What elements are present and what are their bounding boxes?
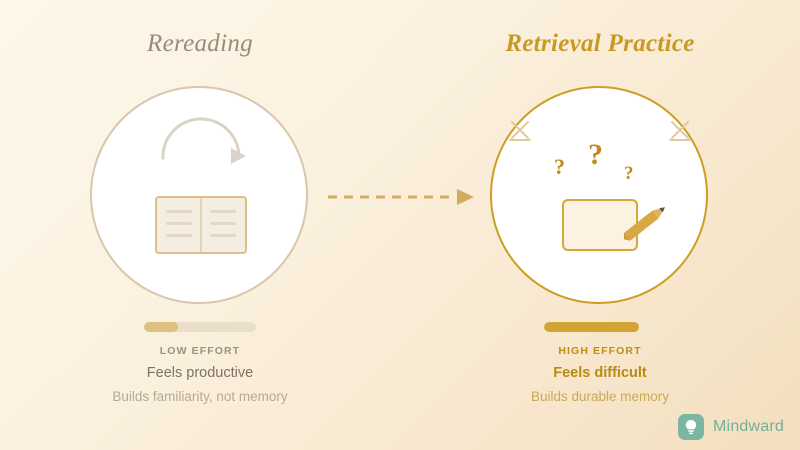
note-card-icon	[562, 199, 638, 251]
open-book-icon	[155, 196, 247, 254]
effort-meter-label: LOW EFFORT	[159, 345, 241, 357]
effort-meter-label: HIGH EFFORT	[558, 345, 642, 357]
question-mark-large-center: ?	[588, 138, 603, 171]
effort-meter-track	[544, 322, 656, 332]
lightbulb-icon	[685, 420, 697, 435]
caption-secondary: Builds familiarity, not memory	[112, 389, 288, 404]
caption-secondary: Builds durable memory	[530, 389, 670, 404]
illustration-circle-retrieval-practice: ? ? ?	[490, 86, 708, 304]
captions-rereading: Feels productive Builds familiarity, not…	[20, 365, 380, 404]
question-mark-small-left: ?	[554, 154, 565, 179]
question-mark-small-right: ?	[624, 163, 634, 184]
repeat-arrow-icon	[161, 117, 246, 164]
effort-meter-retrieval-practice: HIGH EFFORT	[420, 319, 780, 357]
effort-meter-fill	[144, 322, 178, 332]
effort-meter-track	[144, 322, 256, 332]
effort-meter-rereading: LOW EFFORT	[20, 319, 380, 357]
logo-wordmark: Mindward	[713, 418, 784, 435]
panel-title-retrieval-practice: Retrieval Practice	[505, 30, 695, 57]
panel-title-rereading: Rereading	[147, 30, 253, 57]
panel-rereading: Rereading LOW EFFORT	[20, 0, 380, 450]
captions-retrieval-practice: Feels difficult Builds durable memory	[420, 365, 780, 404]
spark-icon	[669, 121, 691, 141]
dashed-arrow-right-icon	[328, 189, 474, 205]
question-marks-group: ? ? ?	[492, 134, 710, 192]
illustration-circle-rereading	[90, 86, 308, 304]
brand-logo: Mindward	[678, 414, 784, 440]
spark-icon	[509, 121, 531, 141]
logo-mark	[678, 414, 705, 440]
effort-meter-fill	[544, 322, 640, 332]
pencil-icon	[623, 207, 665, 241]
caption-primary: Feels productive	[146, 365, 254, 381]
panel-retrieval-practice: Retrieval Practice ? ? ?	[420, 0, 780, 450]
book-spine	[200, 198, 202, 252]
caption-primary: Feels difficult	[553, 365, 647, 381]
